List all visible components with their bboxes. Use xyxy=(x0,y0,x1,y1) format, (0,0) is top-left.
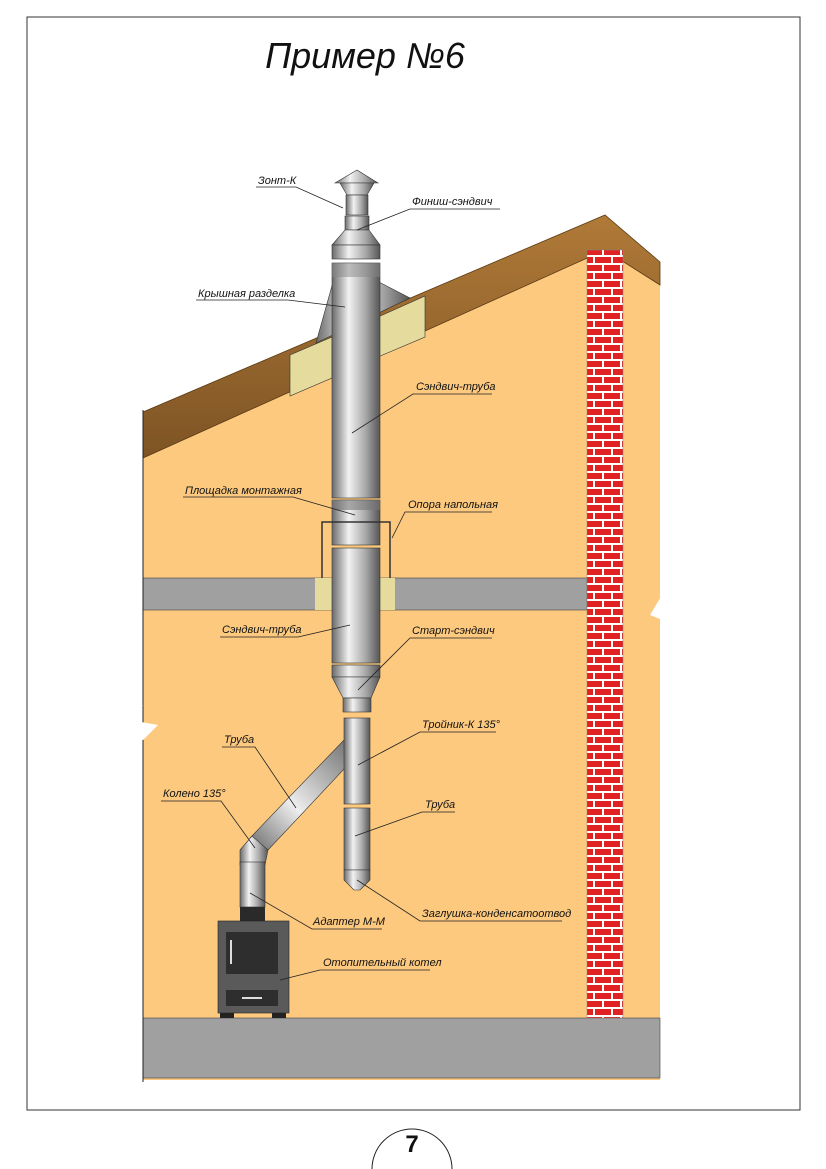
break-mark-left xyxy=(120,705,158,740)
pipe-right xyxy=(343,807,371,871)
svg-text:Сэндвич-труба: Сэндвич-труба xyxy=(222,624,302,636)
svg-text:Сэндвич-труба: Сэндвич-труба xyxy=(416,381,496,393)
finish-sandwich xyxy=(331,215,381,260)
label-sandwich-pipe-upper: Сэндвич-труба xyxy=(351,381,496,434)
label-sandwich-pipe-lower: Сэндвич-труба xyxy=(220,624,351,638)
ground-slab xyxy=(142,1017,661,1079)
label-roof-passage: Крышная разделка xyxy=(196,288,346,308)
page-title: Пример №6 xyxy=(265,35,466,76)
label-adapter: Адаптер М-М xyxy=(249,892,386,930)
svg-text:Тройник-К 135°: Тройник-К 135° xyxy=(422,719,501,731)
svg-text:Адаптер М-М: Адаптер М-М xyxy=(312,916,386,928)
page-number: 7 xyxy=(405,1131,418,1158)
brick-chimney xyxy=(586,249,624,1019)
label-pipe-right: Труба xyxy=(354,799,455,837)
house-wall xyxy=(143,250,660,1080)
svg-text:Труба: Труба xyxy=(425,799,455,811)
svg-text:Заглушка-конденсатоотвод: Заглушка-конденсатоотвод xyxy=(422,908,571,920)
svg-text:Труба: Труба xyxy=(224,734,254,746)
adapter-mm xyxy=(239,861,266,908)
svg-text:Финиш-сэндвич: Финиш-сэндвич xyxy=(412,196,493,208)
boiler xyxy=(217,907,290,1018)
sandwich-pipe-lower xyxy=(331,547,381,664)
svg-text:Колено 135°: Колено 135° xyxy=(163,788,226,800)
label-finish-sandwich: Финиш-сэндвич xyxy=(356,196,500,231)
page-number-arc xyxy=(371,1128,453,1169)
label-condensate-cap: Заглушка-конденсатоотвод xyxy=(356,879,571,922)
label-elbow: Колено 135° xyxy=(161,788,256,849)
label-floor-support: Опора напольная xyxy=(391,499,498,539)
label-umbrella: Зонт-К xyxy=(256,175,344,209)
label-start-sandwich: Старт-сэндвич xyxy=(357,625,495,691)
label-mounting-platform: Площадка монтажная xyxy=(183,485,356,516)
floor-support-bracket xyxy=(321,521,391,578)
sandwich-pipe-upper xyxy=(331,262,381,499)
label-tee: Тройник-К 135° xyxy=(357,719,501,766)
break-mark-right xyxy=(650,595,690,640)
svg-text:Старт-сэндвич: Старт-сэндвич xyxy=(412,625,495,637)
label-pipe-diagonal: Труба xyxy=(222,734,297,809)
svg-text:Опора напольная: Опора напольная xyxy=(408,499,498,511)
start-sandwich xyxy=(331,664,381,713)
page-border xyxy=(26,16,801,1111)
svg-text:Зонт-К: Зонт-К xyxy=(258,175,297,187)
label-boiler: Отопительный котел xyxy=(279,957,442,981)
umbrella-cap xyxy=(333,169,380,216)
svg-text:Площадка монтажная: Площадка монтажная xyxy=(185,485,302,497)
svg-text:Отопительный котел: Отопительный котел xyxy=(323,957,442,969)
svg-text:Крышная разделка: Крышная разделка xyxy=(198,288,295,300)
